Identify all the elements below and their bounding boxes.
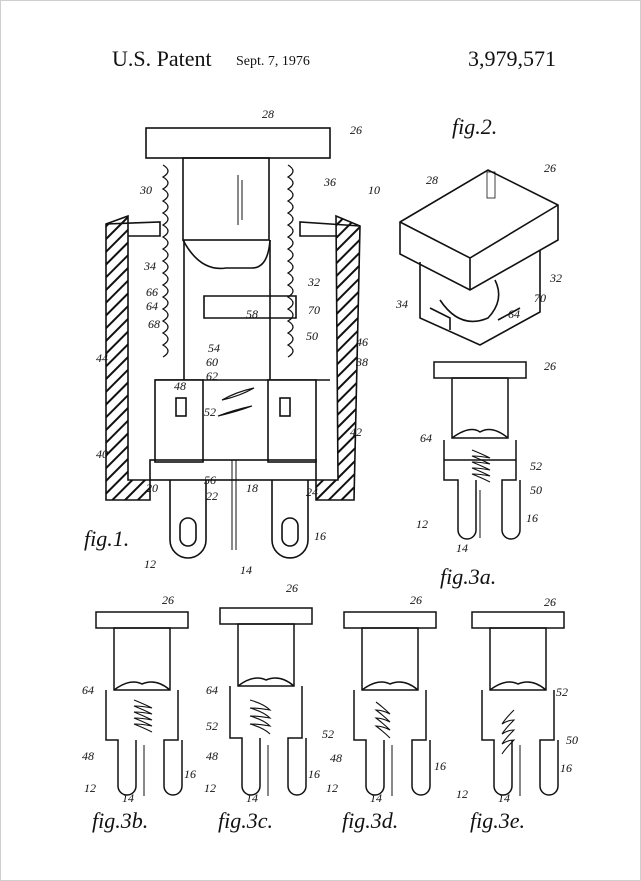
ref-label: 50: [306, 329, 318, 343]
caption-fig3e: fig.3e.: [470, 808, 525, 833]
ref-label: 34: [395, 297, 408, 311]
ref-label: 32: [549, 271, 562, 285]
ref-label: 14: [240, 563, 252, 577]
figure-2-labels: 26 28 32 34 70 64: [395, 161, 562, 321]
caption-fig2: fig.2.: [452, 114, 497, 139]
ref-label: 60: [206, 355, 218, 369]
ref-label: 16: [434, 759, 446, 773]
figure-3d-labels: 26 52 48 12 14 16: [322, 593, 446, 805]
caption-fig1: fig.1.: [84, 526, 129, 551]
ref-label: 26: [410, 593, 422, 607]
ref-label: 42: [350, 425, 362, 439]
ref-label: 18: [246, 481, 258, 495]
ref-label: 24: [306, 485, 318, 499]
ref-label: 50: [566, 733, 578, 747]
figure-2-perspective: [399, 169, 559, 346]
ref-label: 12: [84, 781, 96, 795]
figure-3b: [95, 611, 189, 796]
ref-label: 26: [544, 359, 556, 373]
ref-label: 70: [308, 303, 320, 317]
ref-label: 44: [96, 351, 108, 365]
ref-label: 26: [286, 581, 298, 595]
ref-label: 12: [326, 781, 338, 795]
ref-label: 14: [370, 791, 382, 805]
ref-label: 48: [206, 749, 218, 763]
figure-1-cross-section: [105, 127, 361, 559]
ref-label: 62: [206, 369, 218, 383]
figure-3d: [343, 611, 437, 796]
ref-label: 48: [82, 749, 94, 763]
ref-label: 12: [416, 517, 428, 531]
ref-label: 16: [526, 511, 538, 525]
ref-label: 48: [330, 751, 342, 765]
ref-label: 70: [534, 291, 546, 305]
ref-label: 52: [530, 459, 542, 473]
ref-label: 54: [208, 341, 220, 355]
ref-label: 32: [307, 275, 320, 289]
ref-label: 46: [356, 335, 368, 349]
ref-label: 64: [82, 683, 94, 697]
figure-3a-labels: 26 64 52 50 12 16 14: [416, 359, 556, 555]
ref-label: 12: [204, 781, 216, 795]
ref-label: 28: [262, 107, 274, 121]
figure-1-labels: 28 26 36 10 30 34 32 66 64 70 68 58 50 5…: [96, 107, 380, 577]
ref-label: 14: [498, 791, 510, 805]
ref-label: 36: [323, 175, 336, 189]
patent-title: U.S. Patent: [112, 46, 212, 71]
figure-3e: [471, 611, 565, 796]
ref-label: 28: [426, 173, 438, 187]
ref-label: 34: [143, 259, 156, 273]
ref-label: 64: [508, 307, 520, 321]
ref-label: 66: [146, 285, 158, 299]
caption-fig3b: fig.3b.: [92, 808, 148, 833]
ref-label: 16: [560, 761, 572, 775]
ref-label: 64: [206, 683, 218, 697]
ref-label: 64: [146, 299, 158, 313]
figure-3c-labels: 26 64 52 48 12 14 16: [204, 581, 320, 805]
ref-label: 26: [544, 595, 556, 609]
patent-number: 3,979,571: [468, 46, 556, 71]
ref-label: 38: [355, 355, 368, 369]
ref-label: 26: [162, 593, 174, 607]
patent-date: Sept. 7, 1976: [236, 54, 310, 69]
ref-label: 22: [206, 489, 218, 503]
ref-label: 52: [206, 719, 218, 733]
figure-3a: [433, 361, 527, 540]
ref-label: 16: [184, 767, 196, 781]
ref-label: 20: [146, 481, 158, 495]
ref-label: 52: [204, 405, 216, 419]
figure-3b-labels: 26 64 48 12 14 16: [82, 593, 196, 805]
ref-label: 30: [139, 183, 152, 197]
caption-fig3a: fig.3a.: [440, 564, 496, 589]
ref-label: 26: [544, 161, 556, 175]
ref-label: 40: [96, 447, 108, 461]
ref-label: 16: [308, 767, 320, 781]
ref-label: 26: [350, 123, 362, 137]
ref-label: 50: [530, 483, 542, 497]
ref-label: 12: [144, 557, 156, 571]
ref-label: 48: [174, 379, 186, 393]
ref-label: 58: [246, 307, 258, 321]
ref-label: 52: [556, 685, 568, 699]
figure-3c: [219, 607, 313, 796]
ref-label: 64: [420, 431, 432, 445]
figure-3e-labels: 26 52 50 12 14 16: [456, 595, 578, 805]
caption-fig3d: fig.3d.: [342, 808, 398, 833]
ref-label: 68: [148, 317, 160, 331]
ref-label: 10: [368, 183, 380, 197]
ref-label: 14: [456, 541, 468, 555]
ref-label: 14: [122, 791, 134, 805]
ref-label: 16: [314, 529, 326, 543]
ref-label: 14: [246, 791, 258, 805]
ref-label: 12: [456, 787, 468, 801]
caption-fig3c: fig.3c.: [218, 808, 273, 833]
ref-label: 52: [322, 727, 334, 741]
ref-label: 56: [204, 473, 216, 487]
